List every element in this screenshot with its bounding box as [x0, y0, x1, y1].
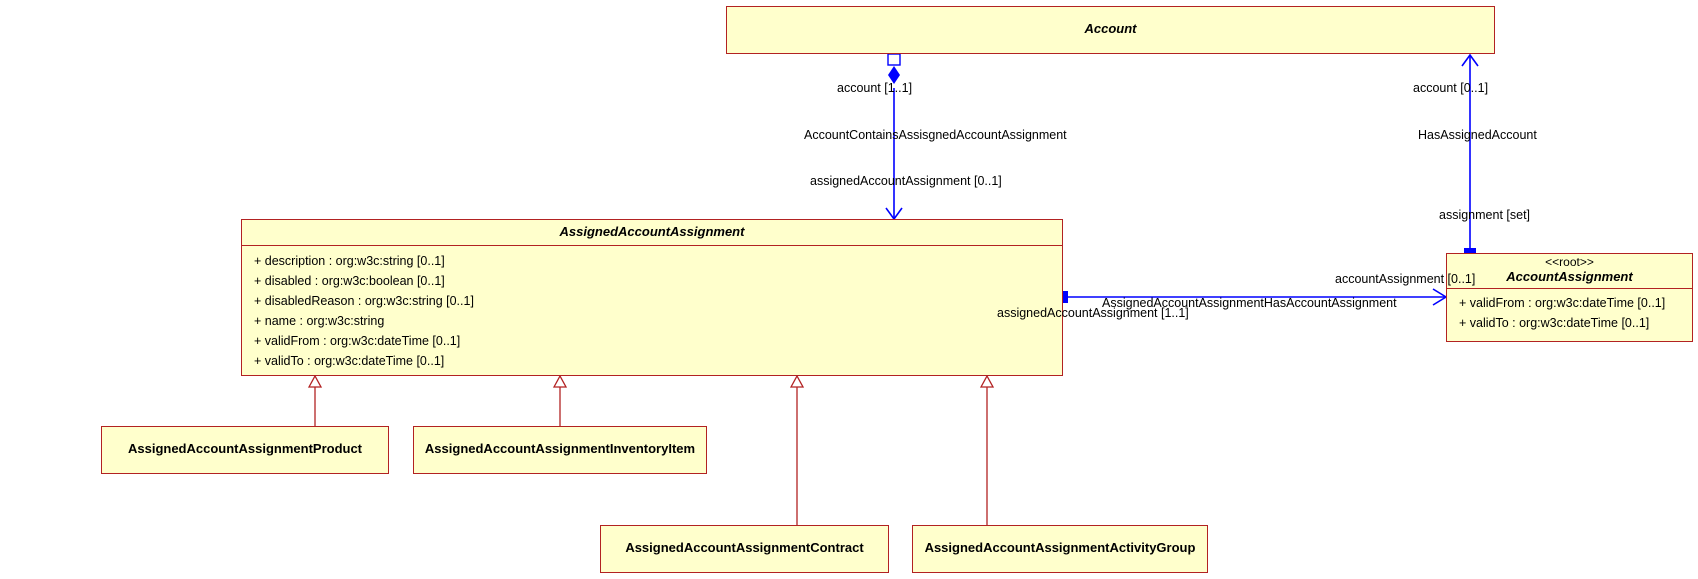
class-account-assignment-name: AccountAssignment [1506, 269, 1633, 284]
attribute-list: + description : org:w3c:string [0..1] + … [242, 245, 1062, 371]
class-assigned-account-assignment[interactable]: AssignedAccountAssignment + description … [241, 219, 1063, 376]
attribute-row: + validFrom : org:w3c:dateTime [0..1] [254, 334, 461, 348]
class-product[interactable]: AssignedAccountAssignmentProduct [101, 426, 389, 474]
generalization-contract[interactable] [789, 374, 805, 525]
generalization-activity[interactable] [979, 374, 995, 525]
composition-port-square [887, 53, 901, 66]
class-inventory-item[interactable]: AssignedAccountAssignmentInventoryItem [413, 426, 707, 474]
class-activity-group[interactable]: AssignedAccountAssignmentActivityGroup [912, 525, 1208, 573]
class-inventory-item-name: AssignedAccountAssignmentInventoryItem [424, 441, 696, 456]
attribute-row: + validTo : org:w3c:dateTime [0..1] [1459, 316, 1650, 330]
generalization-inventory[interactable] [552, 374, 568, 426]
class-product-name: AssignedAccountAssignmentProduct [127, 441, 363, 456]
class-account-assignment-stereotype: <<root>> [1545, 255, 1594, 269]
association-name-contains: AccountContainsAssisgnedAccountAssignmen… [804, 128, 1067, 142]
attribute-row: + validTo : org:w3c:dateTime [0..1] [254, 354, 445, 368]
attribute-list: + validFrom : org:w3c:dateTime [0..1] + … [1447, 288, 1692, 333]
generalization-product[interactable] [307, 374, 323, 426]
class-activity-group-name: AssignedAccountAssignmentActivityGroup [924, 540, 1196, 555]
class-contract-name: AssignedAccountAssignmentContract [625, 540, 864, 555]
role-label-account-has-assigned: account [0..1] [1413, 81, 1489, 95]
attribute-row: + description : org:w3c:string [0..1] [254, 254, 445, 268]
attribute-row: + validFrom : org:w3c:dateTime [0..1] [1459, 296, 1666, 310]
association-name-has-account-assignment: AssignedAccountAssignmentHasAccountAssig… [1102, 296, 1397, 310]
class-account[interactable]: Account [726, 6, 1495, 54]
association-has-assigned-line[interactable] [1461, 53, 1479, 253]
role-label-assigned-account-assignment-source: assignedAccountAssignment [1..1] [997, 306, 1189, 320]
class-account-assignment[interactable]: <<root>> AccountAssignment + validFrom :… [1446, 253, 1693, 342]
attribute-row: + name : org:w3c:string [254, 314, 385, 328]
class-account-name: Account [1084, 21, 1137, 36]
role-label-account-composition: account [1..1] [837, 81, 913, 95]
role-label-account-assignment: accountAssignment [0..1] [1335, 272, 1476, 286]
association-name-has-assigned: HasAssignedAccount [1418, 128, 1537, 142]
attribute-row: + disabled : org:w3c:boolean [0..1] [254, 274, 445, 288]
class-contract[interactable]: AssignedAccountAssignmentContract [600, 525, 889, 573]
composition-diamond-icon [888, 66, 900, 84]
role-label-assigned-account-assignment: assignedAccountAssignment [0..1] [810, 174, 1002, 188]
role-label-assignment-set: assignment [set] [1439, 208, 1531, 222]
attribute-row: + disabledReason : org:w3c:string [0..1] [254, 294, 474, 308]
association-contains-line[interactable] [885, 88, 903, 221]
class-assigned-account-assignment-name: AssignedAccountAssignment [559, 224, 745, 239]
